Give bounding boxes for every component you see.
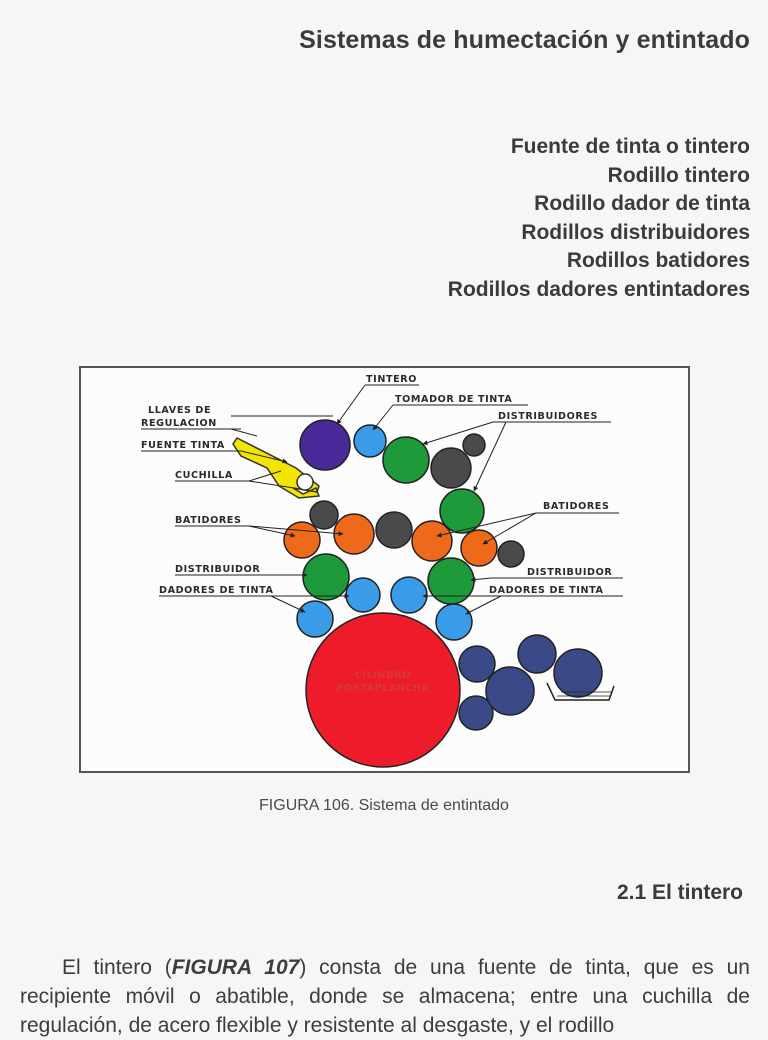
- label-dadores-right: DADORES DE TINTA: [489, 585, 604, 596]
- paragraph-text: El tintero (: [62, 956, 172, 979]
- distributor-roller: [439, 488, 485, 534]
- label-llaves-2: REGULACION: [141, 418, 217, 429]
- topic-item: Rodillos batidores: [566, 249, 750, 273]
- form-roller: [296, 600, 334, 638]
- body-paragraph: El tintero (FIGURA 107) consta de una fu…: [20, 953, 750, 1040]
- label-distribuidor-right: DISTRIBUIDOR: [527, 567, 612, 578]
- ductor-roller: [353, 424, 387, 458]
- rider-roller: [462, 433, 486, 457]
- oscillator-roller: [333, 513, 375, 555]
- inking-system-figure: CILINDRO PORTAPLANCHA TINTERO TOMADOR DE…: [79, 366, 690, 773]
- form-roller: [345, 577, 381, 613]
- dampening-roller: [517, 634, 557, 674]
- plate-cylinder-label-2: PORTAPLANCHA: [337, 683, 430, 694]
- ink-fountain-roller: [299, 419, 351, 471]
- fountain-knob: [296, 473, 314, 491]
- label-batidores-right: BATIDORES: [543, 501, 609, 512]
- oscillator-roller: [283, 521, 321, 559]
- dampening-roller: [485, 666, 535, 716]
- plate-cylinder: [305, 612, 461, 768]
- topic-item: Rodillos dadores entintadores: [447, 277, 750, 301]
- topic-item: Rodillos distribuidores: [521, 220, 750, 244]
- dampening-roller: [458, 695, 494, 731]
- figure-reference: FIGURA 107: [171, 956, 300, 979]
- rider-roller: [497, 540, 525, 568]
- topic-item: Rodillo dador de tinta: [534, 192, 750, 216]
- label-distribuidor-left: DISTRIBUIDOR: [175, 564, 260, 575]
- label-cuchilla: CUCHILLA: [175, 470, 233, 481]
- topic-list: Fuente de tinta o tintero Rodillo tinter…: [448, 133, 750, 305]
- page-title: Sistemas de humectación y entintado: [299, 26, 750, 54]
- label-fuente: FUENTE TINTA: [141, 440, 225, 451]
- oscillator-roller: [460, 529, 498, 567]
- oscillator-roller: [411, 520, 453, 562]
- water-trough-shape: [546, 682, 615, 701]
- label-batidores-left: BATIDORES: [175, 515, 241, 526]
- distributor-roller: [427, 557, 475, 605]
- topic-item: Fuente de tinta o tintero: [510, 135, 750, 158]
- label-tintero: TINTERO: [366, 374, 417, 385]
- distributor-roller: [382, 436, 430, 484]
- section-heading: 2.1 El tintero: [616, 881, 743, 904]
- form-roller: [390, 576, 428, 614]
- dampening-roller: [458, 645, 496, 683]
- form-roller: [435, 603, 473, 641]
- inking-system-diagram: CILINDRO PORTAPLANCHA TINTERO TOMADOR DE…: [141, 374, 623, 768]
- rider-roller: [309, 500, 339, 530]
- topic-item: Rodillo tintero: [607, 163, 750, 187]
- water-trough-hatch: [557, 691, 612, 697]
- label-distribuidores: DISTRIBUIDORES: [498, 411, 598, 422]
- rider-roller: [375, 511, 413, 549]
- label-llaves-1: LLAVES DE: [148, 405, 211, 416]
- label-tomador: TOMADOR DE TINTA: [395, 394, 512, 405]
- figure-caption: FIGURA 106. Sistema de entintado: [259, 797, 509, 814]
- label-dadores-left: DADORES DE TINTA: [159, 585, 274, 596]
- distributor-roller: [302, 553, 350, 601]
- dampening-roller: [553, 648, 603, 698]
- plate-cylinder-label-1: CILINDRO: [355, 670, 411, 681]
- rider-roller: [430, 447, 472, 489]
